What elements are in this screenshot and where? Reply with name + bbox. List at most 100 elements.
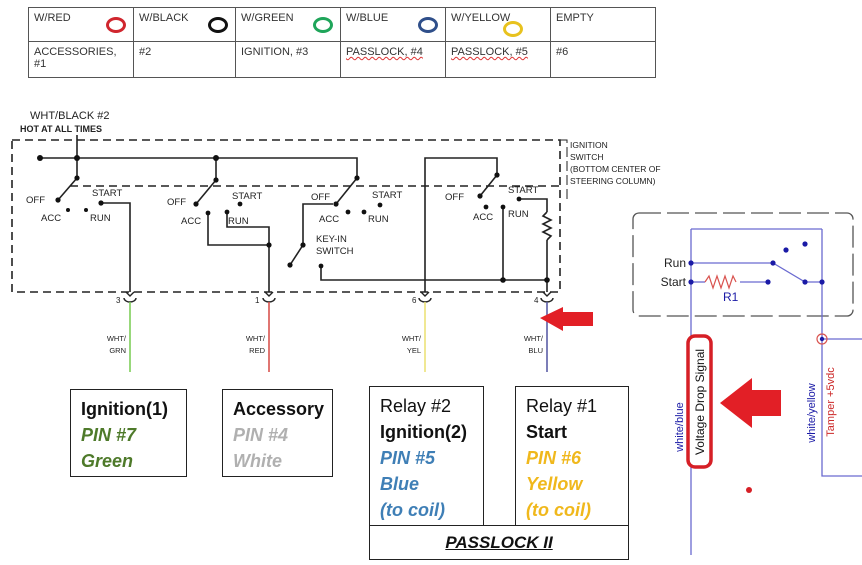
bus-bar (40, 157, 358, 178)
wire-label: WHT/ (402, 334, 422, 343)
run-label: RUN (508, 209, 529, 220)
yellow-ring-icon (503, 21, 523, 37)
box-pin: PIN #5 (380, 448, 436, 468)
box-pin: PIN #7 (81, 425, 137, 445)
relay-right-wire (821, 229, 862, 477)
pin-function: PASSLOCK, #5 (451, 46, 528, 58)
off-label: OFF (445, 192, 464, 203)
acc-label: ACC (473, 212, 493, 223)
table-cell: #2 (133, 41, 236, 78)
table-cell: IGNITION, #3 (235, 41, 341, 78)
run-label: RUN (368, 214, 389, 225)
blue-ring-icon (418, 17, 438, 33)
terminal-pin: 1 (255, 296, 260, 305)
red-dot-icon (746, 487, 752, 493)
box-color: White (233, 451, 282, 471)
run-label: RUN (90, 213, 111, 224)
box-color: Blue (380, 474, 420, 494)
pin-function: IGNITION, #3 (241, 46, 309, 58)
white-blue-label: white/blue (674, 402, 686, 453)
start-label: START (92, 188, 122, 199)
acc-label: ACC (181, 216, 201, 227)
box-title: Ignition(1) (81, 399, 168, 419)
relay1-box: Relay #1 Start PIN #6 Yellow (to coil) (515, 386, 629, 526)
switch-title-line: SWITCH (570, 152, 604, 162)
relay2-box: Relay #2 Ignition(2) PIN #5 Blue (to coi… (369, 386, 484, 526)
relay-housing-outline (632, 212, 854, 317)
voltage-drop-label: Voltage Drop Signal (693, 349, 707, 455)
box-heading: Relay #1 (526, 396, 598, 416)
wire-label: WHT/ (524, 334, 544, 343)
start-terminal-label: Start (661, 275, 687, 289)
box-heading: Relay #2 (380, 396, 452, 416)
box-title: Ignition(2) (380, 422, 467, 442)
start-label: START (508, 185, 538, 196)
wire-label: WHT/ (246, 334, 266, 343)
table-cell: PASSLOCK, #5 (445, 41, 551, 78)
table-cell: PASSLOCK, #4 (340, 41, 446, 78)
resistor-r1 (704, 274, 737, 290)
table-cell: #6 (550, 41, 656, 78)
run-terminal-label: Run (664, 256, 686, 270)
box-color: Yellow (526, 474, 583, 494)
red-arrow-icon (720, 378, 781, 428)
feed-label: WHT/BLACK #2 (30, 110, 109, 122)
green-ring-icon (313, 17, 333, 33)
resistor-label: R1 (723, 290, 739, 304)
table-row-functions: ACCESSORIES, #1 #2 IGNITION, #3 PASSLOCK… (28, 41, 656, 78)
wire-label: WHT/ (107, 334, 127, 343)
black-ring-icon (208, 17, 228, 33)
switch-blade-3 (335, 177, 358, 205)
passlock-label: PASSLOCK II (445, 533, 553, 552)
switch-title-line: IGNITION (570, 140, 608, 150)
pin-function: ACCESSORIES, #1 (34, 46, 117, 70)
switch-housing-outline (11, 139, 561, 293)
pin-function: #6 (556, 46, 569, 58)
box-title: Accessory (233, 399, 325, 419)
switch-blade-4 (479, 174, 498, 197)
voltage-drop-highlight (686, 334, 713, 469)
keyin-label: KEY-IN (316, 234, 347, 245)
keyin-blade (289, 244, 304, 266)
wire-label: BLU (528, 346, 543, 355)
red-ring-icon (106, 17, 126, 33)
box-title: Start (526, 422, 568, 442)
wire-label: RED (249, 346, 265, 355)
pin-function: PASSLOCK, #4 (346, 46, 423, 58)
white-yellow-label: white/yellow (806, 383, 818, 443)
off-label: OFF (167, 197, 186, 208)
terminal-pin: 6 (412, 296, 417, 305)
acc-label: ACC (319, 214, 339, 225)
wire-color-label: W/BLACK (139, 12, 189, 24)
pin-function: #2 (139, 46, 152, 58)
terminal-pin: 4 (534, 296, 539, 305)
switch-blade-2 (195, 179, 217, 205)
table-cell: W/BLACK (133, 7, 236, 42)
switch-blade-1 (57, 177, 78, 201)
wire-color-label: EMPTY (556, 12, 594, 24)
connector-pin-table: W/RED W/BLACK W/GREEN W/BLUE W/YELLOW EM… (28, 7, 656, 78)
switch-title-line: STEERING COLUMN) (570, 176, 656, 186)
run-label: RUN (228, 216, 249, 227)
tamper-node-icon (816, 333, 828, 345)
wire-color-label: W/GREEN (241, 12, 294, 24)
start-label: START (372, 190, 402, 201)
wire-color-label: W/YELLOW (451, 12, 511, 24)
table-cell: ACCESSORIES, #1 (28, 41, 134, 78)
wire-color-label: W/BLUE (346, 12, 389, 24)
switch-title-line: (BOTTOM CENTER OF (570, 164, 661, 174)
off-label: OFF (311, 192, 330, 203)
table-cell: EMPTY (550, 7, 656, 42)
box-pin: PIN #4 (233, 425, 289, 445)
box-note: (to coil) (526, 500, 591, 520)
terminal-pin: 3 (116, 296, 121, 305)
keyin-label: SWITCH (316, 246, 354, 257)
box-pin: PIN #6 (526, 448, 582, 468)
wire-color-label: W/RED (34, 12, 71, 24)
table-cell: W/GREEN (235, 7, 341, 42)
box-color: Green (81, 451, 134, 471)
passlock-footer: PASSLOCK II (369, 525, 629, 560)
wire-label: GRN (109, 346, 126, 355)
wire-label: YEL (407, 346, 421, 355)
